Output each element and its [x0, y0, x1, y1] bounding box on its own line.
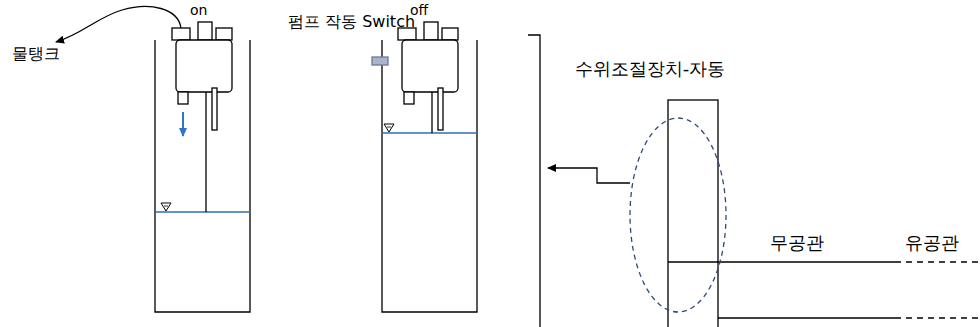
well-casing: [155, 40, 250, 312]
pipe: [718, 317, 895, 318]
water-level: [382, 132, 477, 133]
switch-state: off: [410, 2, 428, 19]
dashed-ellipse: [560, 58, 740, 320]
pipe: [668, 261, 895, 262]
water-level: [155, 211, 250, 212]
hose: [56, 7, 181, 42]
pipe-label: 무공관: [770, 232, 824, 254]
regulator-column: [668, 100, 718, 327]
perforated-pipe: [895, 261, 980, 262]
well-casing: [382, 40, 477, 312]
pump: [172, 22, 232, 212]
pointer-arrow: [548, 168, 630, 183]
flow-arrow: [182, 112, 184, 136]
switch-state: on: [190, 2, 207, 19]
pump: [372, 22, 458, 133]
tank-label: 물탱크: [12, 44, 60, 63]
pipe-label: 유공관: [905, 232, 959, 254]
regulator-region: 수위조절장치-자동: [560, 58, 740, 320]
perforated-pipe: [895, 317, 980, 318]
switch-label: 펌프 작동 Switch: [288, 12, 415, 31]
switch: [372, 57, 388, 65]
water-level-symbol: [161, 203, 171, 211]
region-heading: 수위조절장치-자동: [573, 58, 728, 80]
bracket: [528, 35, 540, 327]
water-level-symbol: [384, 124, 394, 132]
